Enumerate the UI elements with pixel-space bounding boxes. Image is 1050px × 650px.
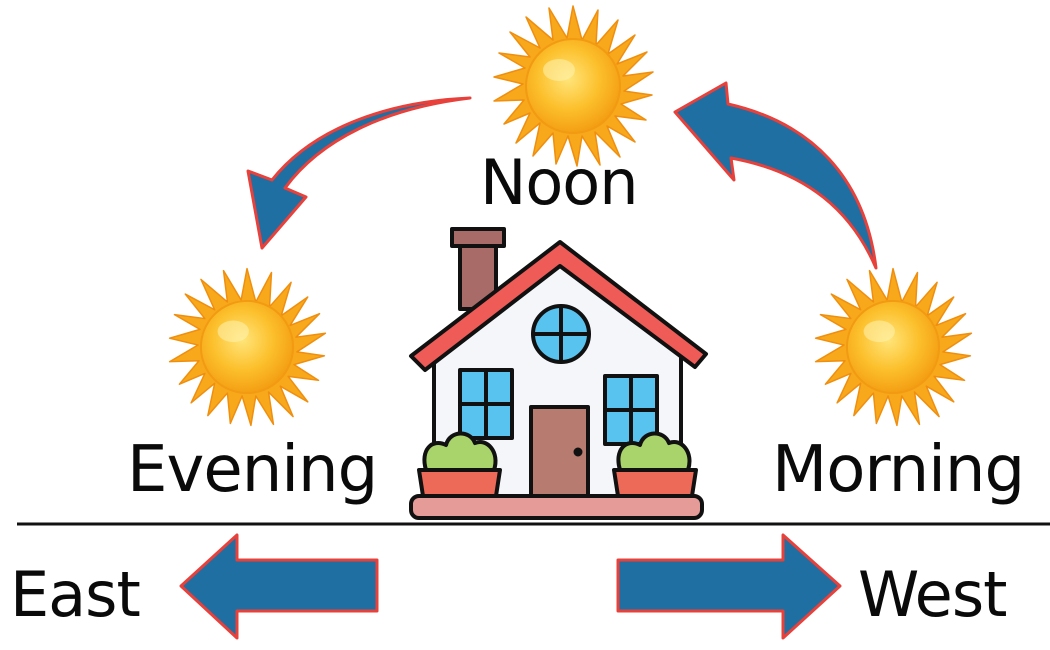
curved-arrow-morning-to-noon [673,81,878,270]
label-east: East [10,558,141,631]
label-morning: Morning [772,433,1025,507]
direction-arrow-east [179,533,379,640]
direction-arrow-west [616,533,842,640]
sun-icon-noon [493,5,654,167]
curved-arrow-noon-to-evening [246,96,472,250]
label-evening: Evening [127,433,378,507]
label-noon: Noon [480,146,639,219]
label-west: West [858,558,1007,631]
sun-icon-morning [814,267,973,427]
house-icon [409,227,708,520]
sun-icon-evening [168,267,327,427]
